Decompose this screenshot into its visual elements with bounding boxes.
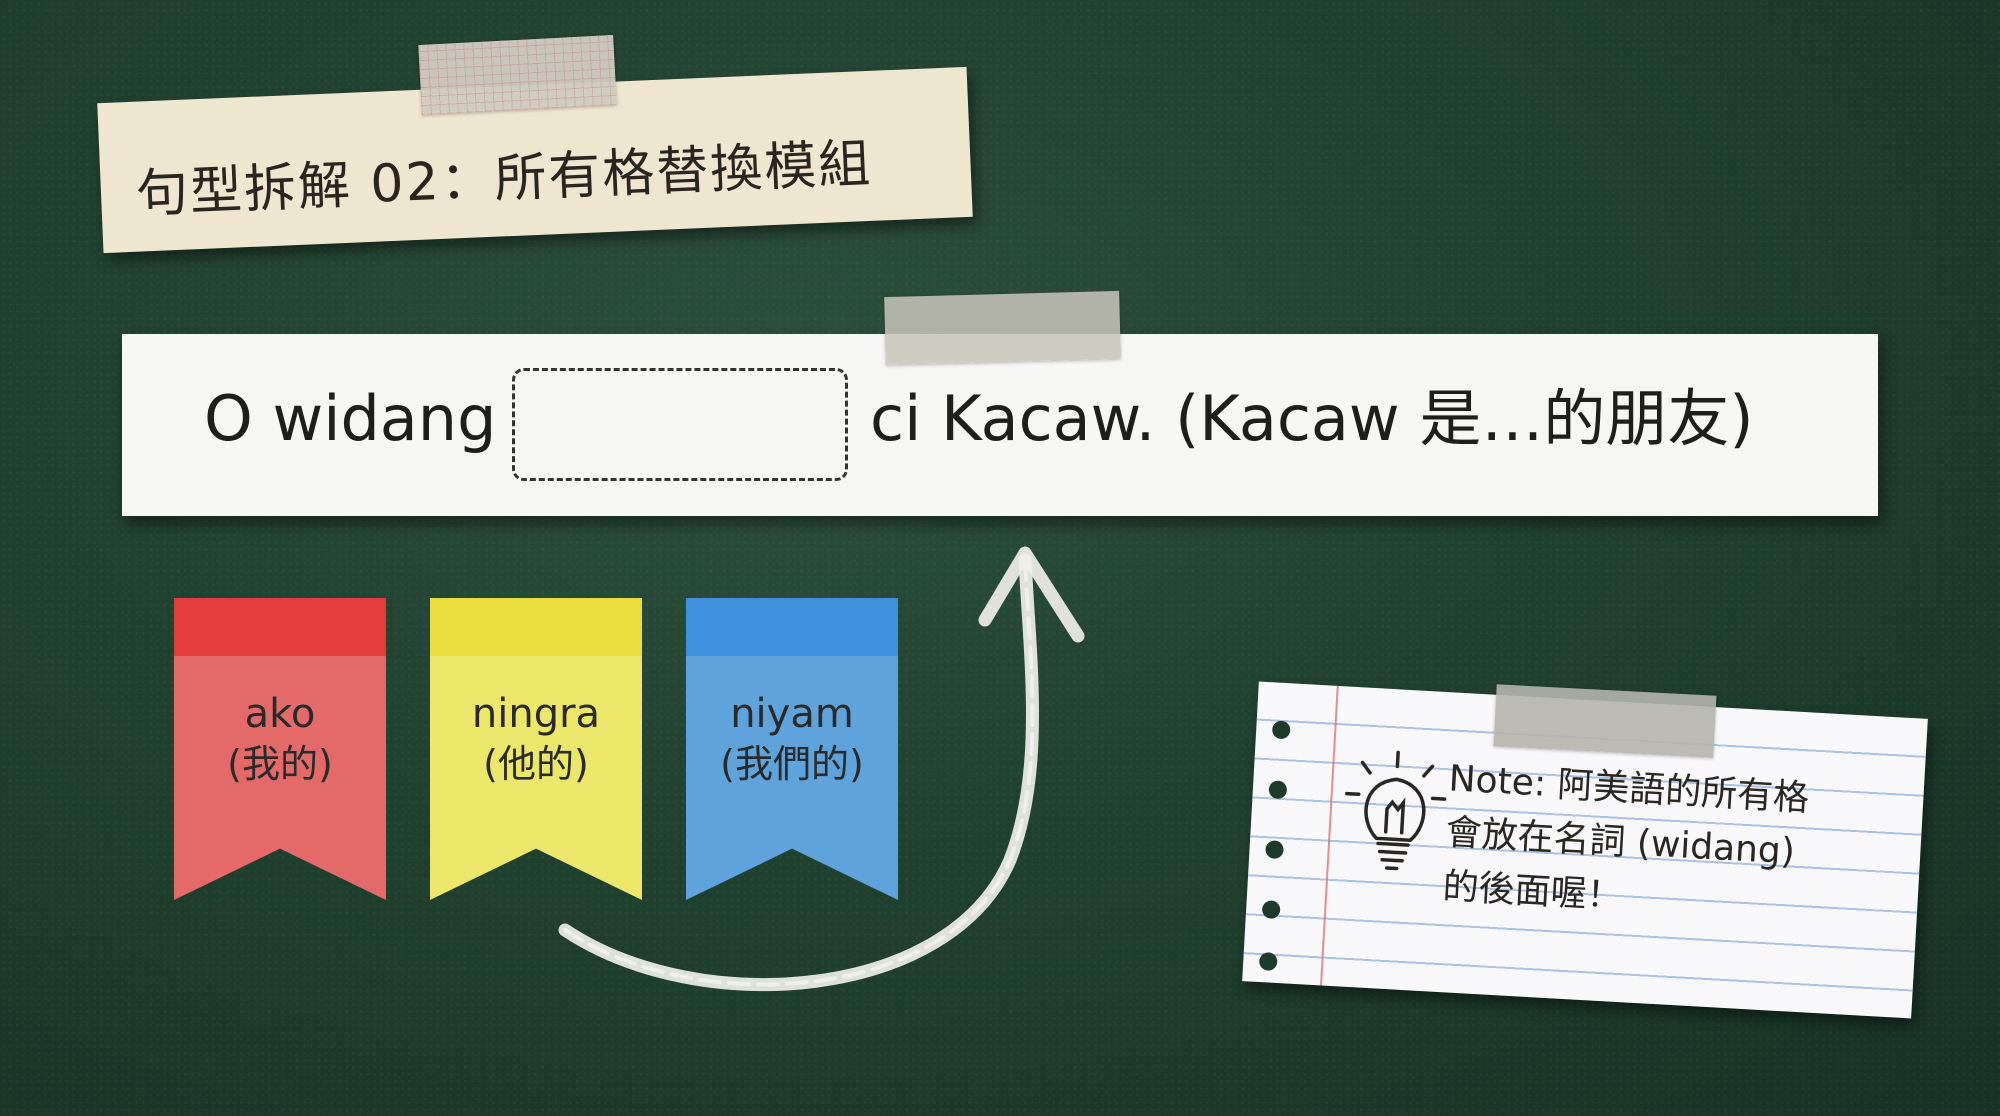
banner-band xyxy=(174,598,386,656)
option-gloss: (我的) xyxy=(227,742,333,786)
option-banner-ako[interactable]: ako (我的) xyxy=(174,598,386,900)
banner-band xyxy=(430,598,642,656)
banner-band xyxy=(686,598,898,656)
sentence-before: O widang xyxy=(204,382,497,455)
punch-hole xyxy=(1268,780,1288,800)
punch-hole xyxy=(1265,840,1285,860)
option-word: niyam xyxy=(730,691,854,737)
option-word: ningra xyxy=(471,691,601,737)
sentence-after: ci Kacaw. (Kacaw 是…的朋友) xyxy=(870,382,1754,455)
option-gloss: (我們的) xyxy=(720,742,864,786)
note-margin-line xyxy=(1320,685,1339,986)
punch-hole xyxy=(1261,900,1281,920)
option-gloss: (他的) xyxy=(483,742,589,786)
note-text: Note: 阿美語的所有格 會放在名詞 (widang) 的後面喔！ xyxy=(1441,752,1909,939)
punch-hole xyxy=(1258,952,1278,971)
note-card: Note: 阿美語的所有格 會放在名詞 (widang) 的後面喔！ xyxy=(1242,681,1928,1019)
lightbulb-icon xyxy=(1345,750,1447,871)
punch-hole xyxy=(1271,720,1291,740)
option-word: ako xyxy=(244,691,316,737)
sentence-strip: O widang ci Kacaw. (Kacaw 是…的朋友) xyxy=(122,334,1878,516)
fill-in-blank[interactable] xyxy=(512,368,848,481)
note-tape xyxy=(1493,684,1717,758)
